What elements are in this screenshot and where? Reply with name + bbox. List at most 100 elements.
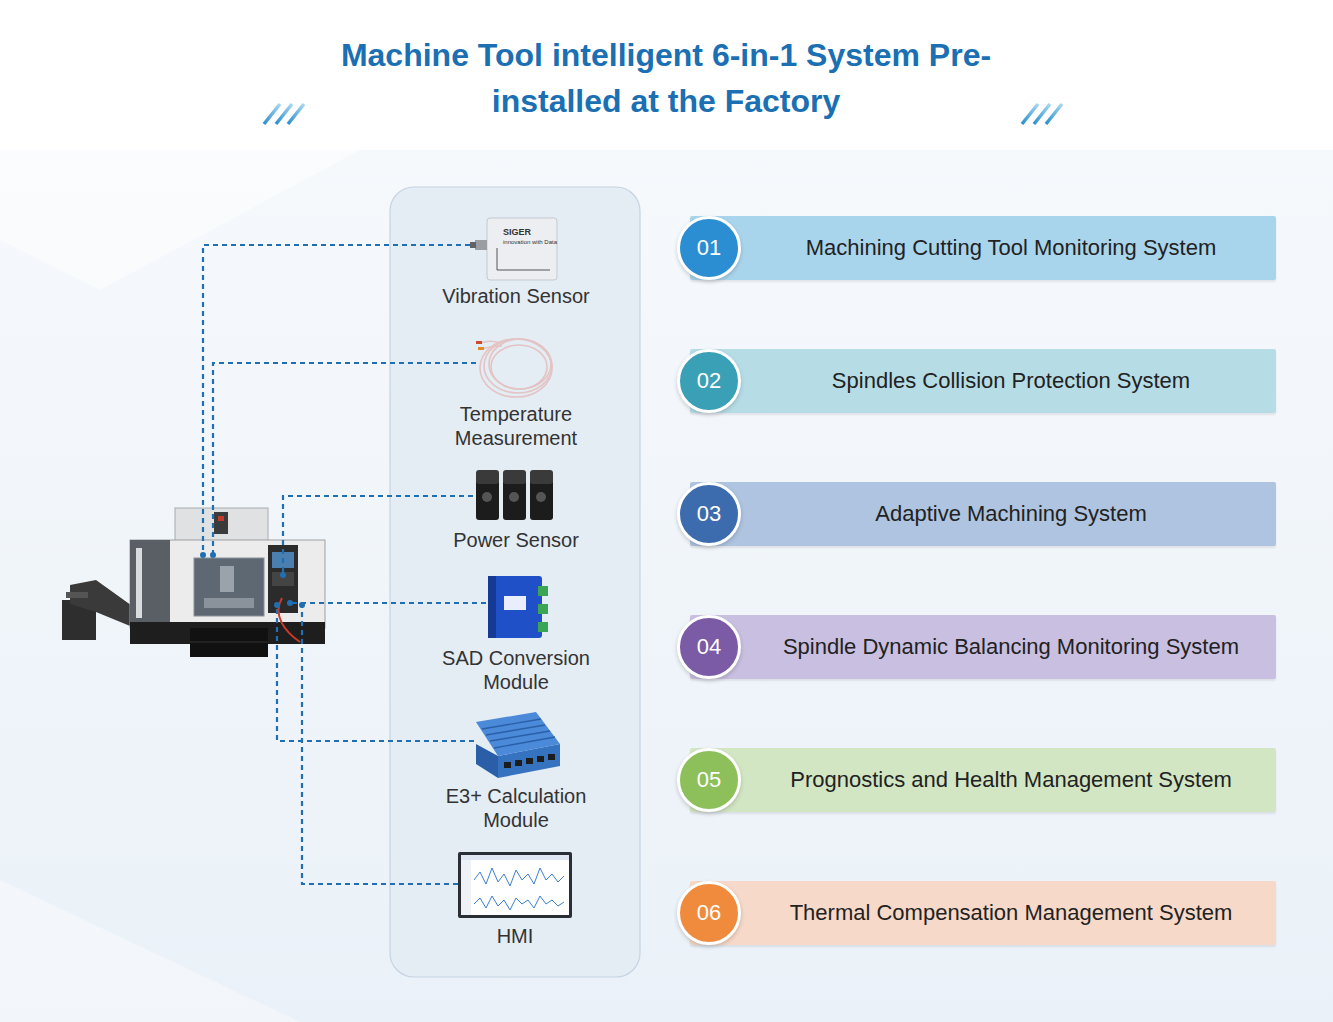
system-name: Adaptive Machining System: [875, 501, 1146, 527]
signal-wires: [203, 245, 486, 884]
sensor-axis: [497, 248, 498, 270]
wire-dot: [287, 600, 293, 606]
number-badge: 04: [677, 615, 741, 679]
clamp-hole: [536, 492, 546, 502]
probe-lead: [482, 346, 502, 349]
sensor-housing: [487, 218, 557, 280]
system-band: Thermal Compensation Management System 06: [690, 881, 1276, 945]
terminal-block: [538, 622, 548, 632]
power-sensor-icon: [476, 470, 553, 520]
current-clamp: [530, 480, 553, 520]
status-lamp: [218, 516, 224, 521]
clamp-top: [476, 470, 499, 484]
component-item: Temperature Measurement: [470, 326, 562, 402]
sensor-axis: [497, 270, 550, 271]
machine-enclosure: [130, 540, 325, 628]
callout-number: 06: [697, 900, 721, 926]
component-caption: SAD Conversion Module: [421, 646, 611, 694]
number-badge: 06: [677, 881, 741, 945]
sensor-plug: [470, 242, 476, 248]
temperature-probe-icon: [480, 339, 552, 397]
heatsink-top: [476, 712, 560, 756]
sensor-connector: [475, 240, 487, 250]
calculation-module-icon: [476, 712, 560, 778]
wire-dot: [274, 602, 280, 608]
power-cable: [278, 598, 300, 642]
tagline-text: innovation with Data: [503, 239, 557, 245]
sensor-panel: [390, 187, 640, 977]
slash-line: [1046, 104, 1062, 124]
module-body: [488, 576, 542, 638]
fin: [494, 737, 555, 748]
probe-tip: [476, 341, 482, 344]
probe-coil: [491, 345, 547, 389]
current-clamp: [503, 480, 526, 520]
callout-number: 03: [697, 501, 721, 527]
work-table: [204, 598, 254, 608]
signal-wire: [277, 605, 474, 741]
spindle-motor: [214, 512, 228, 534]
vibration-sensor-icon: [470, 218, 557, 280]
system-name: Thermal Compensation Management System: [790, 900, 1233, 926]
component-caption: Power Sensor: [421, 528, 611, 552]
component-item: Power Sensor: [470, 466, 562, 528]
background-facet: [0, 880, 300, 1022]
component-caption: Vibration Sensor: [421, 284, 611, 308]
module-label: [504, 596, 526, 610]
system-name: Machining Cutting Tool Monitoring System: [806, 235, 1216, 261]
wire-dot: [280, 572, 286, 578]
number-badge: 01: [677, 216, 741, 280]
number-badge: 05: [677, 748, 741, 812]
machine-tool: [62, 508, 325, 657]
machine-window: [194, 558, 264, 616]
callout-number: 04: [697, 634, 721, 660]
screen-chart: [474, 896, 564, 910]
screen-sidebar: [461, 860, 471, 915]
probe-tip: [478, 347, 484, 350]
monitor-screen: [461, 855, 569, 915]
terminal-block: [538, 604, 548, 614]
screen-header: [461, 855, 569, 860]
clamp-hole: [509, 492, 519, 502]
system-band: Spindle Dynamic Balancing Monitoring Sys…: [690, 615, 1276, 679]
control-keys: [272, 572, 294, 586]
signal-wire: [203, 245, 470, 555]
callout-number: 01: [697, 235, 721, 261]
number-badge: 03: [677, 482, 741, 546]
wire-dot: [200, 552, 206, 558]
system-name: Spindles Collision Protection System: [832, 368, 1190, 394]
probe-lead: [480, 341, 500, 343]
step-edge: [190, 642, 268, 643]
clamp-hole: [482, 492, 492, 502]
port: [504, 762, 511, 768]
module-side: [488, 576, 496, 638]
system-band: Adaptive Machining System 03: [690, 482, 1276, 546]
number-badge: 02: [677, 349, 741, 413]
chip-conveyor: [70, 580, 135, 628]
side-stripe: [136, 548, 142, 618]
port: [548, 754, 555, 760]
component-caption: HMI: [420, 924, 610, 948]
port: [515, 760, 522, 766]
conveyor-motor: [66, 592, 88, 598]
component-item: SAD Conversion Module: [470, 570, 562, 646]
brand-text: SIGER: [503, 228, 531, 237]
wire-dot: [299, 602, 305, 608]
current-clamp: [476, 480, 499, 520]
system-name: Prognostics and Health Management System: [790, 767, 1231, 793]
diagram-title: Machine Tool intelligent 6-in-1 System P…: [306, 32, 1026, 124]
signal-wire: [302, 605, 458, 884]
clamp-top: [503, 470, 526, 484]
system-band: Spindles Collision Protection System 02: [690, 349, 1276, 413]
heatsink-fins: [482, 719, 555, 748]
background-facet: [0, 150, 360, 290]
side-panel: [130, 540, 170, 628]
component-item: HMI: [455, 848, 575, 924]
callout-number: 02: [697, 368, 721, 394]
probe-coil: [480, 339, 552, 397]
component-caption: E3+ Calculation Module: [421, 784, 611, 832]
port: [526, 758, 533, 764]
component-item: E3+ Calculation Module: [470, 708, 562, 784]
spindle-head: [220, 566, 234, 592]
port: [537, 756, 544, 762]
